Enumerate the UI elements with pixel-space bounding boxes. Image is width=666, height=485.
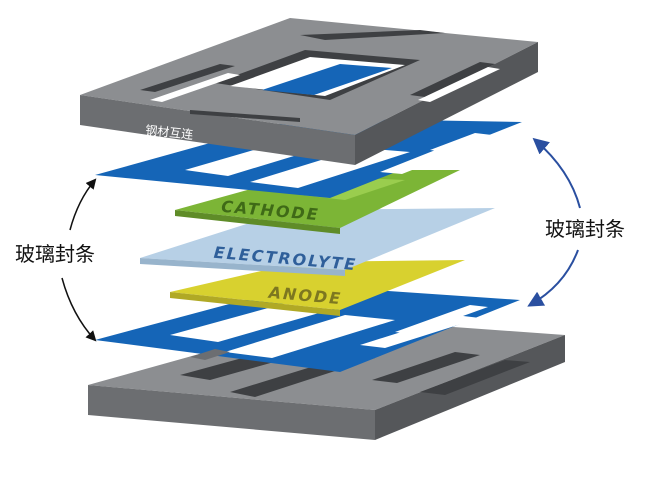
right-glass-seal-callout: 玻璃封条 (527, 137, 625, 307)
right-upper-arrow (532, 137, 581, 209)
left-upper-arrow (69, 178, 97, 231)
left-glass-seal-label: 玻璃封条 (15, 242, 95, 266)
top-steel-interconnect: 钢材互连 (80, 18, 538, 165)
left-glass-seal-callout: 玻璃封条 (15, 178, 97, 342)
electrolyte-layer: ELECTROLYTE (140, 208, 495, 276)
left-lower-arrow (61, 277, 97, 342)
right-glass-seal-label: 玻璃封条 (545, 217, 625, 241)
interconnect-label: 钢材互连 (145, 122, 194, 142)
right-lower-arrow (527, 249, 579, 307)
anode-layer: ANODE (170, 260, 465, 316)
bottom-glass-seal (95, 285, 520, 372)
